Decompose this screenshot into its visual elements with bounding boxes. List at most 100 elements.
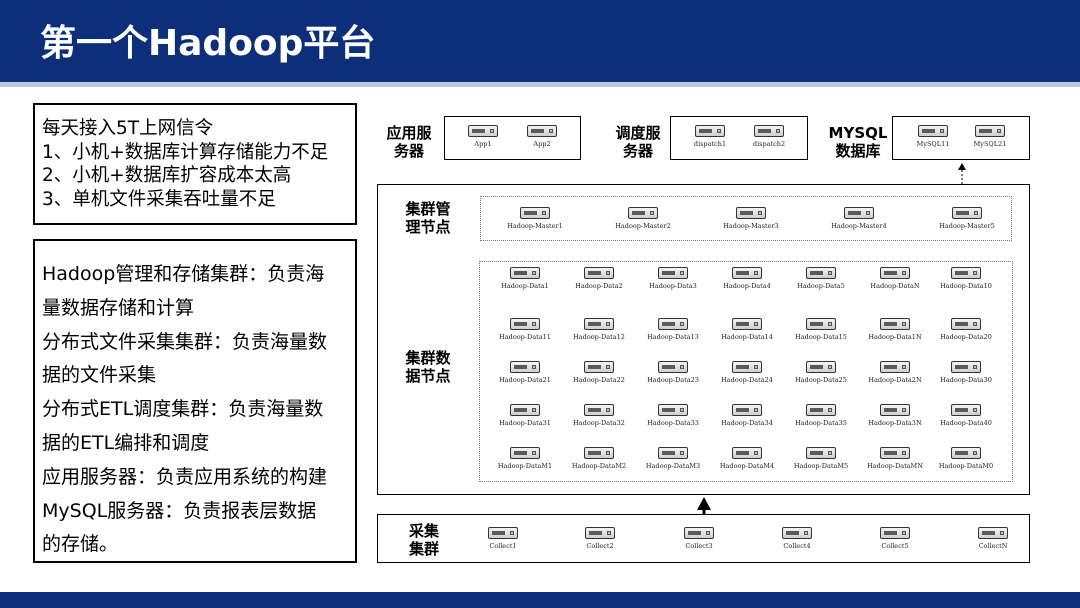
server-node: Hadoop-Data34 <box>707 404 787 436</box>
server-node: Hadoop-Data1N <box>855 318 935 350</box>
server-node: Hadoop-DataM1 <box>485 447 565 479</box>
description-line: 据的ETL编排和调度 <box>42 431 210 454</box>
server-node: Hadoop-Data32 <box>559 404 639 436</box>
server-icon <box>510 361 540 373</box>
server-node: Hadoop-Data25 <box>781 361 861 393</box>
server-node: Hadoop-Data20 <box>926 318 1006 350</box>
description-line: 据的文件采集 <box>42 364 157 387</box>
server-icon <box>732 361 762 373</box>
server-node: Hadoop-Data35 <box>781 404 861 436</box>
data-group-label: 集群数 据节点 <box>405 349 451 385</box>
footer-bar <box>0 592 1080 608</box>
server-node: Hadoop-Data31 <box>485 404 565 436</box>
server-node: Hadoop-Data23 <box>633 361 713 393</box>
server-node: Hadoop-DataM3 <box>633 447 713 479</box>
server-icon <box>732 404 762 416</box>
server-icon <box>806 404 836 416</box>
app-group-label: 应用服 务器 <box>386 124 432 160</box>
server-node: Hadoop-Data13 <box>633 318 713 350</box>
server-node: Hadoop-DataMN <box>855 447 935 479</box>
server-icon <box>584 447 614 459</box>
server-icon <box>918 125 948 137</box>
title-bar <box>0 0 1080 82</box>
server-icon <box>951 447 981 459</box>
server-icon <box>951 267 981 279</box>
server-icon <box>806 318 836 330</box>
server-icon <box>584 267 614 279</box>
server-icon <box>880 318 910 330</box>
server-node: Hadoop-DataN <box>855 267 935 299</box>
server-icon <box>510 447 540 459</box>
server-node: Collect1 <box>463 527 543 559</box>
problem-line: 每天接入5T上网信令 <box>42 118 214 139</box>
server-node: Hadoop-Data4 <box>707 267 787 299</box>
server-node: Collect3 <box>659 527 739 559</box>
server-icon <box>880 404 910 416</box>
server-node: Hadoop-Data1 <box>485 267 565 299</box>
problem-line: 2、小机+数据库扩容成本太高 <box>42 165 292 186</box>
server-node: MySQL21 <box>950 125 1030 157</box>
server-icon <box>658 267 688 279</box>
server-node: Hadoop-Master1 <box>495 207 575 239</box>
server-icon <box>806 361 836 373</box>
server-icon <box>952 207 982 219</box>
server-node: Hadoop-Data24 <box>707 361 787 393</box>
server-node: Hadoop-Data15 <box>781 318 861 350</box>
server-icon <box>782 527 812 539</box>
server-icon <box>975 125 1005 137</box>
server-icon <box>584 318 614 330</box>
mysql-group-label: MYSQL 数据库 <box>828 124 888 160</box>
server-node: Hadoop-Data21 <box>485 361 565 393</box>
description-line: Hadoop管理和存储集群：负责海 <box>42 263 325 285</box>
server-icon <box>527 125 557 137</box>
server-icon <box>684 527 714 539</box>
server-icon <box>880 267 910 279</box>
server-node: MySQL11 <box>893 125 973 157</box>
server-icon <box>844 207 874 219</box>
collect-group-label: 采集 集群 <box>408 522 439 558</box>
server-icon <box>880 527 910 539</box>
server-node: Hadoop-DataM5 <box>781 447 861 479</box>
server-icon <box>732 318 762 330</box>
server-icon <box>732 447 762 459</box>
server-icon <box>806 267 836 279</box>
master-group-box: Hadoop-Master1 Hadoop-Master2 Hadoop-Mas… <box>480 196 1012 241</box>
description-line: MySQL服务器：负责报表层数据 <box>42 499 317 522</box>
hadoop-cluster-box <box>377 184 1030 495</box>
server-node: App2 <box>502 125 582 157</box>
server-node: Hadoop-Master4 <box>819 207 899 239</box>
problems-box: 每天接入5T上网信令 1、小机+数据库计算存储能力不足 2、小机+数据库扩容成本… <box>33 103 357 225</box>
server-node: Hadoop-Data5 <box>781 267 861 299</box>
server-icon <box>658 447 688 459</box>
description-line: 的存储。 <box>42 533 119 556</box>
server-icon <box>584 361 614 373</box>
mysql-connector-arrowhead <box>958 163 966 170</box>
server-icon <box>806 447 836 459</box>
server-node: Hadoop-Data10 <box>926 267 1006 299</box>
server-icon <box>658 404 688 416</box>
server-icon <box>488 527 518 539</box>
server-node: Hadoop-Data30 <box>926 361 1006 393</box>
server-node: Hadoop-Data40 <box>926 404 1006 436</box>
app-group-box: App1 App2 <box>444 116 581 160</box>
dispatch-group-label: 调度服 务器 <box>615 124 661 160</box>
server-icon <box>584 404 614 416</box>
master-group-label: 集群管 理节点 <box>405 200 451 236</box>
description-line: 应用服务器：负责应用系统的构建 <box>42 465 328 488</box>
server-icon <box>520 207 550 219</box>
server-icon <box>468 125 498 137</box>
server-node: Hadoop-Data33 <box>633 404 713 436</box>
server-node: Hadoop-Master3 <box>711 207 791 239</box>
server-icon <box>510 404 540 416</box>
collect-group-box <box>377 514 1030 563</box>
server-node: Hadoop-Master5 <box>927 207 1007 239</box>
server-node: Collect2 <box>560 527 640 559</box>
server-icon <box>951 404 981 416</box>
server-icon <box>951 361 981 373</box>
server-node: dispatch2 <box>729 125 809 157</box>
server-icon <box>732 267 762 279</box>
collect-connector-arrowhead <box>697 497 711 510</box>
server-node: Hadoop-DataM4 <box>707 447 787 479</box>
server-icon <box>754 125 784 137</box>
server-icon <box>510 318 540 330</box>
